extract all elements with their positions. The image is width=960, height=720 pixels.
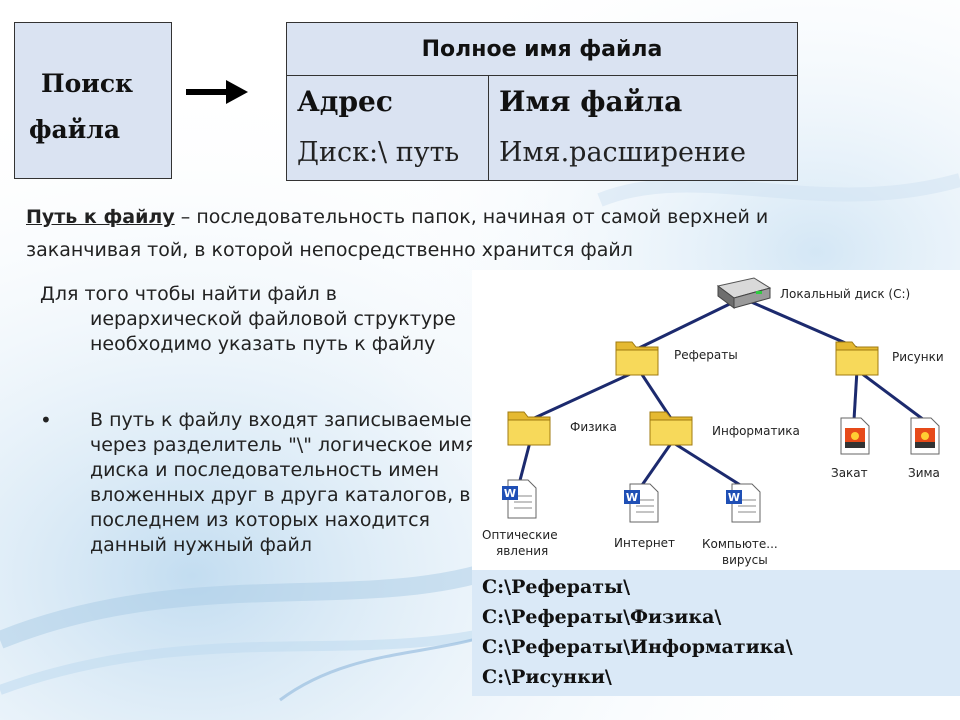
filename-value: Имя.расширение <box>499 137 746 168</box>
path-item: C:\Рисунки\ <box>482 666 612 688</box>
search-file-box: Поиск файла <box>14 22 172 179</box>
image-file-icon <box>910 417 940 455</box>
path-item: C:\Рефераты\Информатика\ <box>482 636 793 658</box>
definition-term: Путь к файлу <box>26 206 175 228</box>
svg-text:W: W <box>728 491 740 504</box>
folder-tree-diagram: Локальный диск (C:) Рефераты Рисунки Физ… <box>472 270 960 570</box>
node-risunki: Рисунки <box>892 350 944 364</box>
svg-text:W: W <box>504 487 516 500</box>
path-item: C:\Рефераты\ <box>482 576 631 598</box>
folder-icon <box>835 341 879 376</box>
address-label: Адрес <box>297 85 393 118</box>
paths-list: C:\Рефераты\ C:\Рефераты\Физика\ C:\Рефе… <box>472 570 960 696</box>
document-icon: W <box>624 483 659 523</box>
node-internet: Интернет <box>614 536 676 550</box>
node-fizika: Физика <box>570 420 617 434</box>
path-item: C:\Рефераты\Физика\ <box>482 606 722 628</box>
search-line2: файла <box>29 115 121 144</box>
tree-connectors <box>516 296 925 490</box>
document-icon: W <box>502 479 537 519</box>
node-zakat: Закат <box>831 466 868 480</box>
node-komputernye-line1: Компьюте... <box>702 537 778 551</box>
node-informatika: Информатика <box>712 424 800 438</box>
node-komputernye: Компьюте... вирусы <box>702 536 778 568</box>
node-zima: Зима <box>908 466 940 480</box>
folder-icon <box>507 411 551 446</box>
intro-paragraph: Для того чтобы найти файл в иерархическо… <box>40 283 456 355</box>
node-opticheskie-line2: явления <box>496 544 549 558</box>
column-divider <box>488 76 489 181</box>
definition-rest: – последовательность папок, начиная от с… <box>174 206 769 228</box>
image-file-icon <box>840 417 870 455</box>
full-file-name-table: Полное имя файла Адрес Диск:\ путь Имя ф… <box>286 22 798 181</box>
arrow-right-icon <box>186 80 248 104</box>
bullet-paragraph: В путь к файлу входят записываемые через… <box>90 409 477 556</box>
definition-line2: заканчивая той, в которой непосредственн… <box>26 239 633 261</box>
search-line1: Поиск <box>41 69 134 98</box>
full-file-name-header: Полное имя файла <box>287 23 797 76</box>
folder-icon <box>649 411 693 446</box>
hard-drive-icon <box>716 277 772 309</box>
bullet-icon: • <box>40 408 52 432</box>
svg-text:W: W <box>626 491 638 504</box>
filename-label: Имя файла <box>499 85 683 118</box>
node-referaty: Рефераты <box>674 348 738 362</box>
document-icon: W <box>726 483 761 523</box>
path-definition: Путь к файлу – последовательность папок,… <box>26 201 926 267</box>
node-opticheskie: Оптические явления <box>482 527 558 559</box>
node-opticheskie-line1: Оптические <box>482 528 558 542</box>
node-komputernye-line2: вирусы <box>722 553 768 567</box>
node-local-disk: Локальный диск (C:) <box>780 287 911 301</box>
folder-icon <box>615 341 659 376</box>
address-value: Диск:\ путь <box>297 137 460 168</box>
